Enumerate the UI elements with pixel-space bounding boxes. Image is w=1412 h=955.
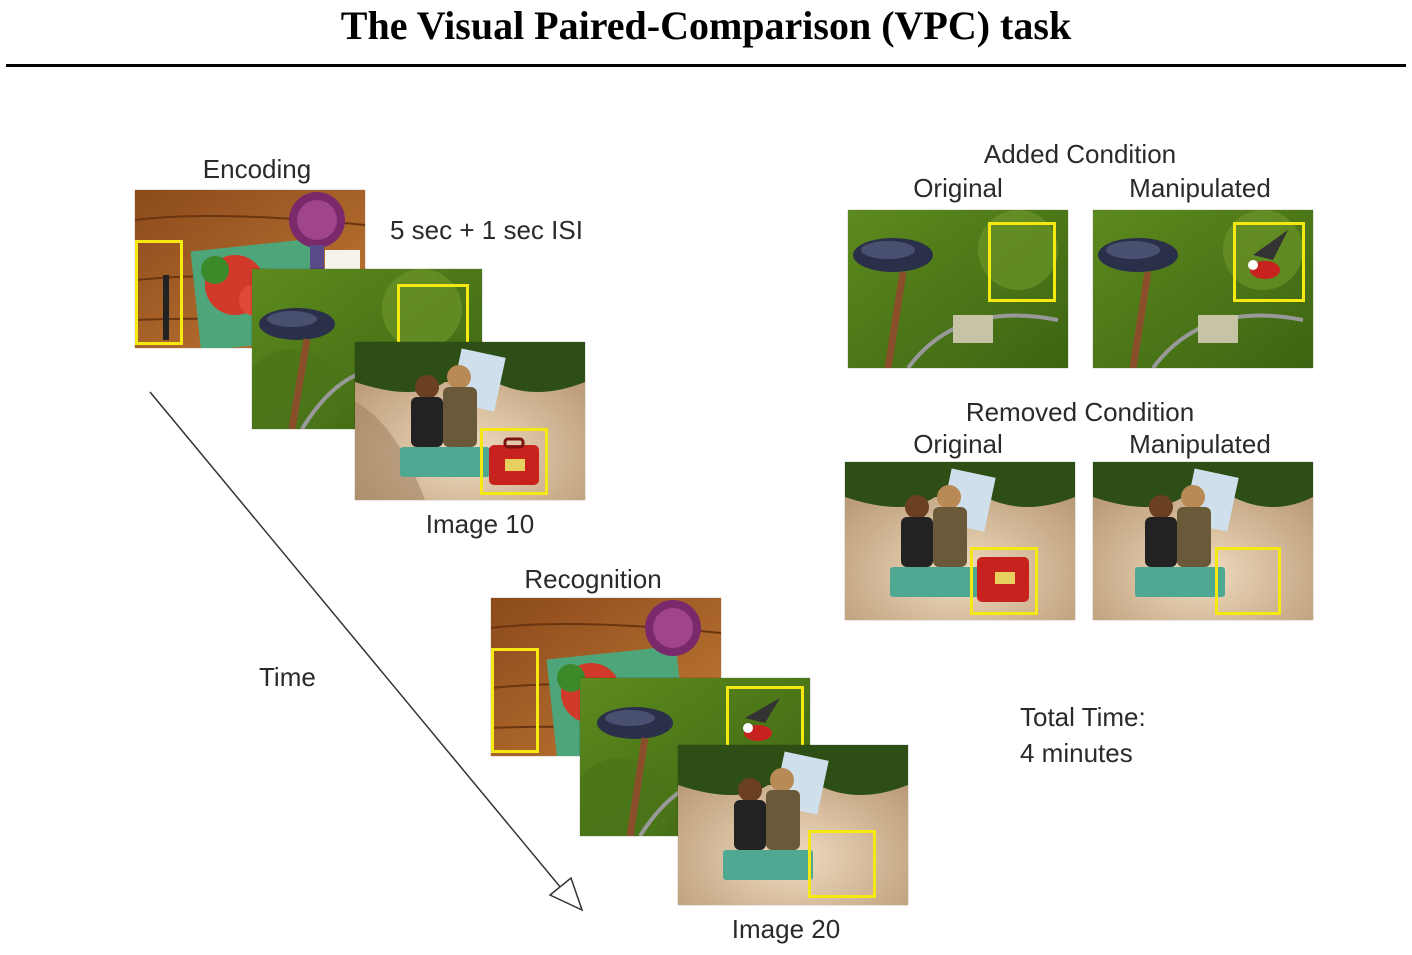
recognition-children-image bbox=[678, 745, 908, 905]
encoding-children-image bbox=[355, 342, 585, 500]
removed-condition-heading: Removed Condition bbox=[965, 397, 1195, 427]
total-time-label: Total Time: bbox=[1020, 702, 1146, 732]
encoding-caption: Image 10 bbox=[425, 509, 535, 539]
figure-title: The Visual Paired-Comparison (VPC) task bbox=[340, 3, 1072, 48]
recognition-food-highlight bbox=[491, 648, 539, 753]
added-manipulated-image bbox=[1093, 210, 1313, 368]
time-label: Time bbox=[259, 662, 316, 692]
encoding-timing-label: 5 sec + 1 sec ISI bbox=[390, 215, 583, 245]
removed-original-highlight bbox=[970, 547, 1038, 615]
red-suitcase bbox=[489, 437, 539, 485]
removed-manipulated-image bbox=[1093, 462, 1313, 620]
encoding-food-image bbox=[135, 190, 365, 348]
total-time-value: 4 minutes bbox=[1020, 738, 1133, 768]
encoding-suitcase-highlight bbox=[480, 428, 548, 495]
title-divider bbox=[6, 64, 1406, 67]
removed-original-label: Original bbox=[913, 429, 1003, 459]
added-original-highlight bbox=[988, 222, 1056, 302]
encoding-heading: Encoding bbox=[202, 154, 312, 184]
recognition-empty-highlight bbox=[808, 830, 876, 898]
added-original-image bbox=[848, 210, 1068, 368]
encoding-food-highlight bbox=[135, 240, 183, 345]
added-original-label: Original bbox=[913, 173, 1003, 203]
recognition-heading: Recognition bbox=[524, 564, 662, 594]
removed-manipulated-highlight bbox=[1215, 547, 1281, 615]
recognition-caption: Image 20 bbox=[731, 914, 841, 944]
added-manipulated-highlight bbox=[1233, 222, 1305, 302]
removed-manipulated-label: Manipulated bbox=[1129, 429, 1271, 459]
added-manipulated-label: Manipulated bbox=[1129, 173, 1271, 203]
removed-original-image bbox=[845, 462, 1075, 620]
added-condition-heading: Added Condition bbox=[983, 139, 1177, 169]
recognition-bird-highlight bbox=[726, 686, 804, 754]
